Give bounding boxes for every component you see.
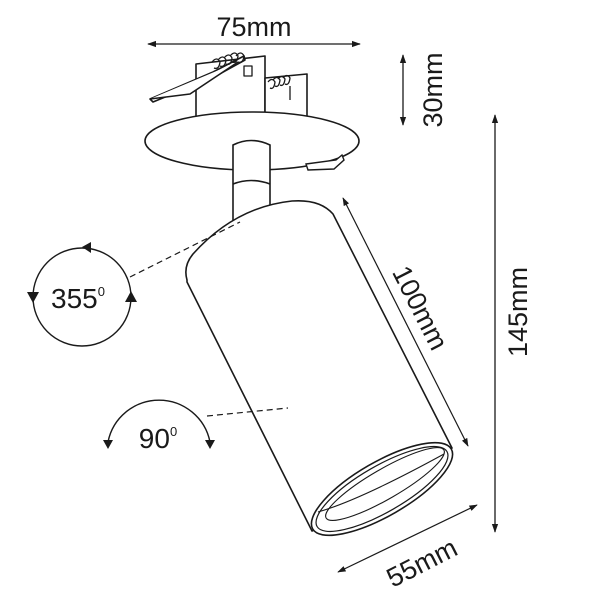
- width-dimension: 75mm: [147, 12, 361, 48]
- spot-body: [185, 199, 454, 537]
- tilt-90-value: 90: [139, 423, 170, 454]
- recess-depth-dimension: 30mm: [399, 52, 448, 128]
- spring-coil-right: [267, 74, 291, 100]
- svg-text:3550: 3550: [51, 283, 105, 314]
- rotation-355-value: 355: [51, 283, 98, 314]
- arrow-down-left-icon: [103, 440, 113, 449]
- body-diameter-label: 55mm: [382, 533, 462, 594]
- width-label: 75mm: [216, 12, 291, 42]
- degree-superscript: 0: [98, 284, 105, 299]
- arrow-left-icon: [82, 242, 91, 253]
- total-height-label: 145mm: [503, 267, 533, 357]
- lens-reflector: [325, 447, 445, 521]
- tilt-90-indicator: 900: [103, 399, 289, 454]
- arrow-up-icon: [125, 291, 137, 302]
- mounting-bracket: [149, 52, 308, 119]
- svg-text:900: 900: [139, 423, 177, 454]
- degree-superscript: 0: [170, 424, 177, 439]
- arrow-down-icon: [27, 292, 39, 303]
- recess-depth-label: 30mm: [418, 52, 448, 127]
- arrow-down-right-icon: [205, 440, 215, 449]
- total-height-dimension: 145mm: [491, 114, 533, 533]
- spring-coil-left: [211, 52, 253, 77]
- rotation-355-indicator: 3550: [27, 221, 241, 347]
